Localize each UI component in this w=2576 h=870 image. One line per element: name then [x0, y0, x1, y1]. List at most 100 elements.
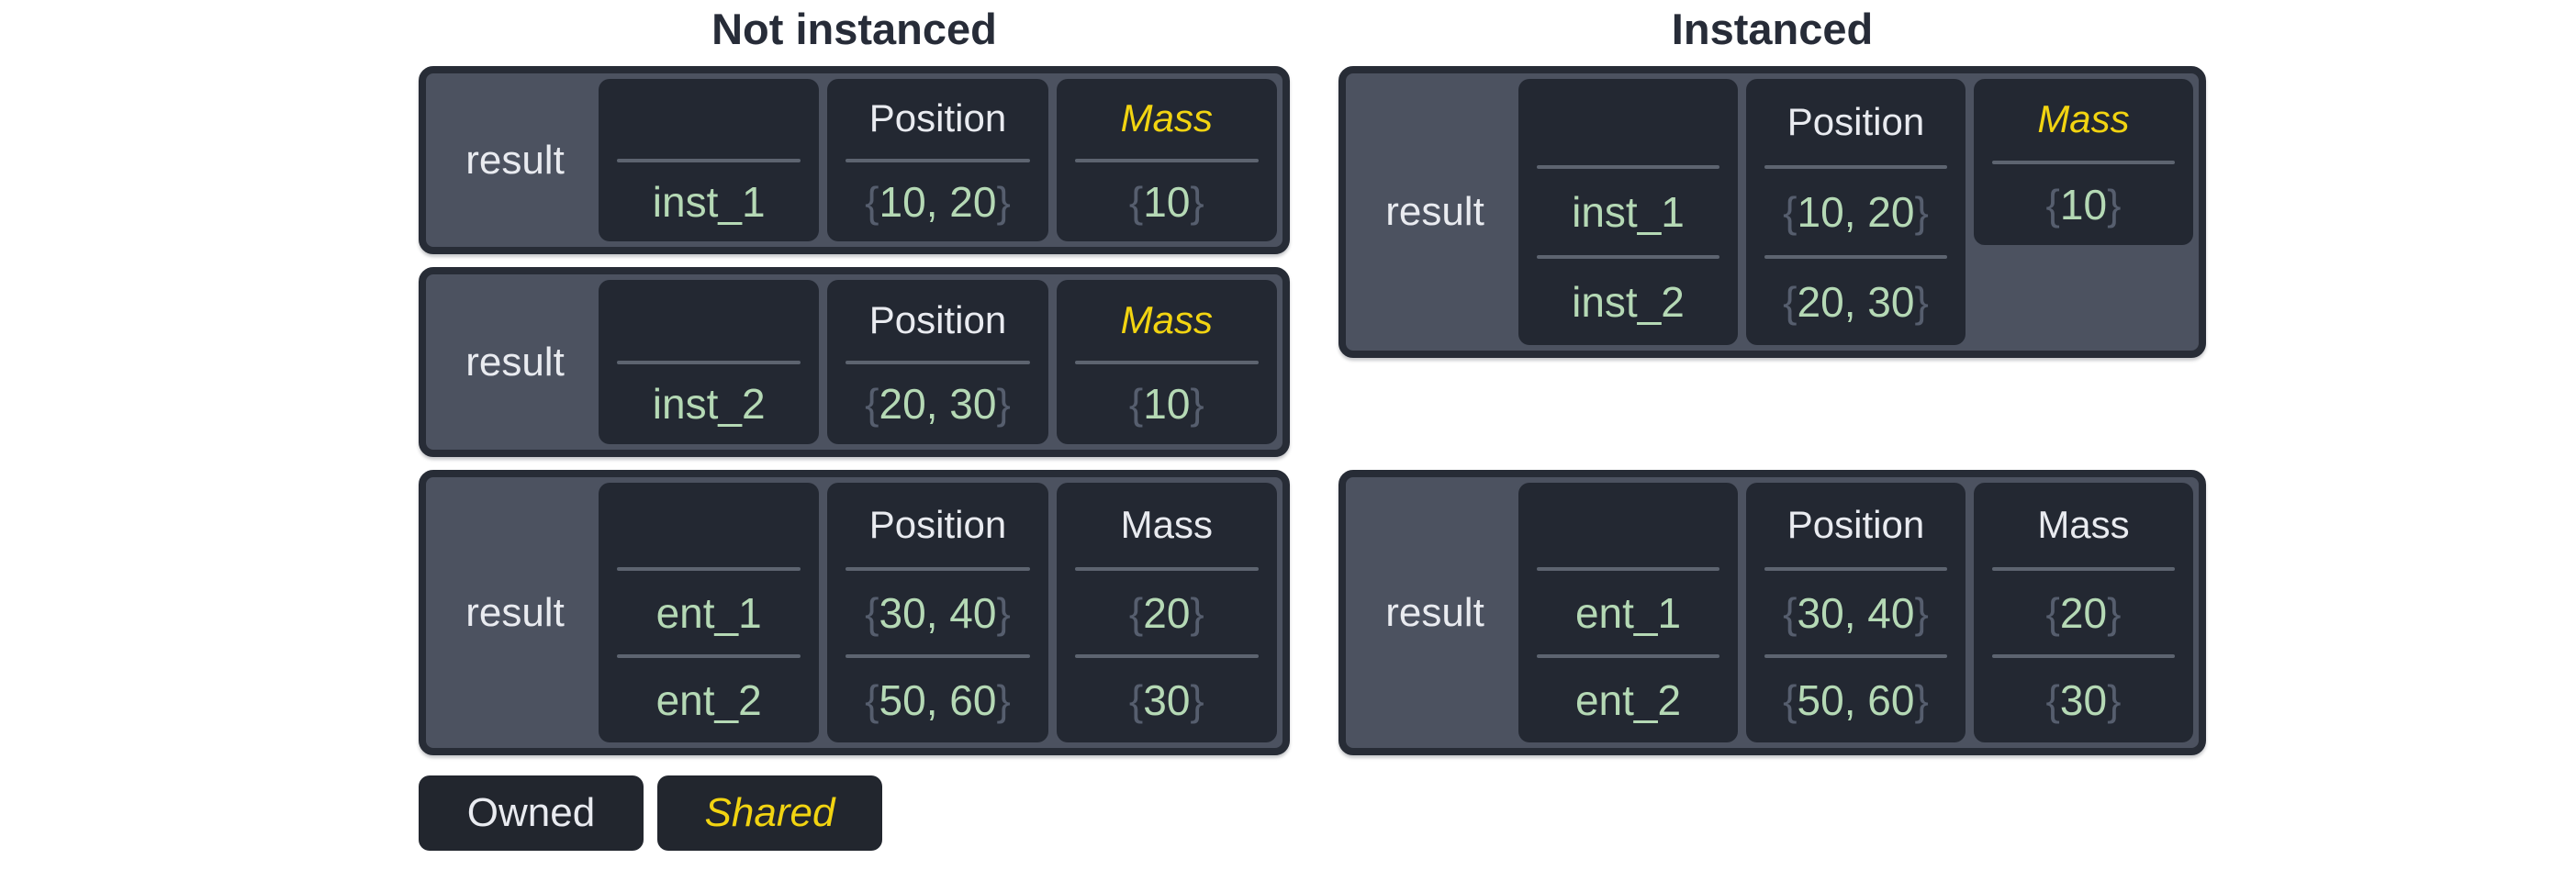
close-brace: } [996, 588, 1011, 637]
cell-value: {10, 20} [1752, 169, 1960, 255]
close-brace: } [1190, 676, 1204, 725]
value-text: 30, 40 [879, 588, 997, 637]
column-header: Position [868, 297, 1007, 341]
position-column: Position {10, 20} [827, 79, 1048, 241]
cell-value: {30, 40} [1752, 571, 1960, 655]
cell-value: {30} [1979, 658, 2188, 742]
position-column: Position {10, 20} {20, 30} [1746, 79, 1966, 345]
separator [1992, 160, 2175, 164]
separator [1074, 158, 1259, 162]
value-text: 30 [1143, 676, 1191, 725]
legend-owned-chip: Owned [419, 775, 644, 851]
columns-container: inst_1 inst_2 Position {10, 20} {20, 30}… [1518, 79, 2193, 345]
open-brace: { [1128, 177, 1144, 226]
column-header: Mass [1120, 96, 1213, 140]
separator [1764, 165, 1947, 169]
result-table: result inst_1 inst_2 Position {10, 20} {… [1338, 66, 2206, 358]
result-label: result [1385, 589, 1484, 635]
value-text: 50, 60 [1797, 676, 1915, 725]
cell-value: {50, 60} [1752, 658, 1960, 742]
separator [617, 158, 801, 162]
separator [1074, 654, 1259, 659]
cell-value: {20} [1979, 571, 2188, 655]
close-brace: } [2107, 588, 2122, 637]
open-brace: { [1783, 588, 1798, 637]
entity-column: inst_1 inst_2 [1518, 79, 1738, 345]
open-brace: { [1128, 380, 1144, 429]
separator [1764, 255, 1947, 259]
open-brace: { [865, 380, 879, 429]
column-header: Position [868, 96, 1007, 140]
column-header [604, 79, 813, 159]
open-brace: { [1783, 278, 1798, 326]
result-label: result [465, 339, 565, 385]
separator [1537, 165, 1719, 169]
close-brace: } [2107, 180, 2122, 229]
open-brace: { [865, 676, 879, 725]
separator [617, 566, 801, 571]
separator [1764, 566, 1947, 571]
mass-column: Mass {20} {30} [1056, 483, 1277, 742]
position-column: Position {20, 30} [827, 280, 1048, 445]
close-brace: } [2107, 676, 2122, 725]
mass-column: Mass {10} [1056, 79, 1277, 242]
legend-shared-chip: Shared [657, 775, 882, 851]
open-brace: { [2045, 180, 2060, 229]
entity-name: inst_2 [652, 380, 766, 429]
result-table: result inst_1 Position {10, 20} Mass {10… [419, 66, 1290, 254]
open-brace: { [865, 588, 879, 637]
separator [617, 654, 801, 659]
close-brace: } [1190, 588, 1204, 637]
value-text: 10 [1143, 177, 1191, 226]
result-table: result ent_1 ent_2 Position {30, 40} {50… [1338, 470, 2206, 755]
separator [1074, 360, 1259, 364]
separator [1537, 566, 1719, 571]
cell-value: {10} [1062, 162, 1271, 242]
value-text: 10, 20 [879, 177, 997, 226]
value-text: 10, 20 [1797, 188, 1915, 236]
close-brace: } [996, 380, 1011, 429]
column-header: Position [1786, 100, 1925, 143]
value-text: 20, 30 [1797, 278, 1915, 326]
result-table: result ent_1 ent_2 Position {30, 40} {50… [419, 470, 1290, 755]
close-brace: } [1914, 188, 1929, 236]
close-brace: } [1914, 278, 1929, 326]
cell-value: {20, 30} [833, 364, 1042, 445]
mass-column: Mass {20} {30} [1974, 483, 2193, 742]
result-label: result [1385, 189, 1484, 234]
position-column: Position {30, 40} {50, 60} [1746, 483, 1966, 742]
entity-name: inst_1 [1572, 188, 1685, 236]
cell-value: {30} [1062, 658, 1271, 742]
entity-name: inst_2 [1572, 278, 1685, 326]
value-text: 30 [2059, 676, 2108, 725]
columns-container: ent_1 ent_2 Position {30, 40} {50, 60} M… [1518, 483, 2193, 742]
separator [846, 360, 1030, 364]
value-text: 30, 40 [1797, 588, 1915, 637]
separator [1764, 654, 1947, 659]
columns-container: ent_1 ent_2 Position {30, 40} {50, 60} M… [599, 483, 1277, 742]
mass-column-shared-single: Mass {10} [1974, 79, 2193, 245]
cell-value: {50, 60} [833, 658, 1042, 742]
column-header: Position [868, 502, 1007, 546]
value-text: 10 [1143, 380, 1191, 429]
result-table: result inst_2 Position {20, 30} Mass {10… [419, 267, 1290, 457]
separator [1537, 255, 1719, 259]
separator [846, 566, 1030, 571]
column-header: Mass [2037, 502, 2130, 546]
separator [1537, 654, 1719, 659]
open-brace: { [1783, 188, 1798, 236]
separator [846, 158, 1030, 162]
cell-value: {10} [1062, 364, 1271, 445]
close-brace: } [1190, 380, 1204, 429]
open-brace: { [2045, 676, 2060, 725]
legend-shared-label: Shared [704, 790, 835, 835]
column-header: Mass [2037, 97, 2130, 141]
column-header [1524, 79, 1732, 165]
section-title-not-instanced: Not instanced [711, 5, 997, 53]
open-brace: { [1128, 588, 1144, 637]
columns-container: inst_1 Position {10, 20} Mass {10} [599, 79, 1277, 241]
section-title-instanced: Instanced [1671, 5, 1874, 53]
close-brace: } [1190, 177, 1204, 226]
column-header: Mass [1120, 297, 1213, 341]
